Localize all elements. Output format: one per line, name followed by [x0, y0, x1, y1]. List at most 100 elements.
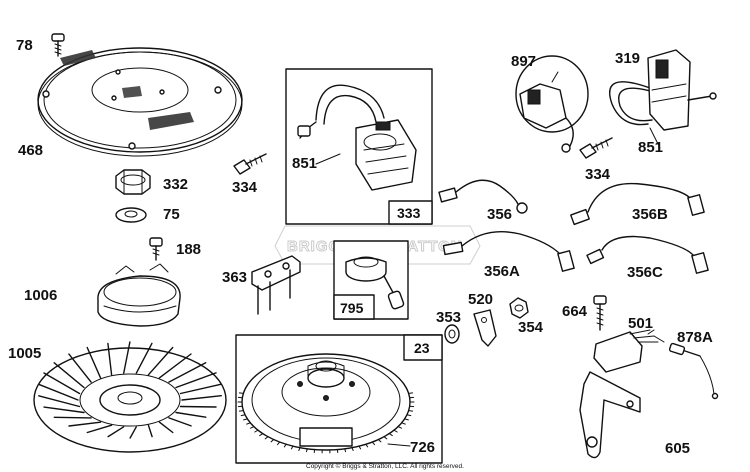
label-520: 520 — [468, 291, 493, 308]
fan-fin — [158, 421, 174, 434]
part-188-screw[interactable] — [149, 237, 163, 261]
label-664: 664 — [562, 303, 588, 320]
part-labels: 78 468 332 75 334 188 1006 1005 363 851 … — [8, 37, 713, 457]
label-1005: 1005 — [8, 345, 41, 362]
gear-tooth — [336, 449, 339, 453]
fan-fin — [86, 346, 102, 379]
label-334-right: 334 — [585, 166, 611, 183]
copyright-notice: Copyright © Briggs & Stratton, LLC. All … — [306, 462, 464, 470]
fan-fin — [38, 395, 81, 408]
part-332-flywheel-nut[interactable] — [115, 169, 151, 195]
label-78: 78 — [16, 37, 33, 54]
fan-fin — [53, 362, 85, 389]
gear-tooth — [358, 445, 362, 450]
gear-tooth — [243, 418, 248, 421]
gear-tooth — [238, 410, 244, 412]
label-319: 319 — [615, 50, 640, 67]
part-356a-wire-harness[interactable] — [442, 231, 575, 272]
box-label-23: 23 — [414, 340, 430, 356]
gear-tooth — [240, 414, 246, 417]
part-520-ground-clip[interactable] — [473, 309, 497, 347]
fan-fin — [147, 424, 153, 438]
box-label-795: 795 — [340, 300, 364, 316]
part-319-armature-coil[interactable] — [609, 49, 717, 131]
fan-fin — [179, 383, 222, 395]
part-334-bolt-right[interactable] — [579, 137, 613, 159]
label-851-left: 851 — [292, 155, 317, 172]
gear-tooth — [344, 448, 347, 453]
gear-tooth — [365, 443, 369, 448]
part-75-washer[interactable] — [115, 207, 147, 223]
fan-fin — [168, 362, 207, 383]
label-356c: 356C — [627, 264, 663, 281]
flywheel-ring-gear-teeth — [237, 392, 415, 454]
box-23-flywheel[interactable] — [235, 334, 443, 464]
part-354-nut[interactable] — [509, 297, 529, 319]
label-356a: 356A — [484, 263, 520, 280]
fan-fin — [181, 395, 222, 401]
label-851-right: 851 — [638, 139, 663, 156]
label-363: 363 — [222, 269, 247, 286]
gear-tooth — [298, 447, 301, 451]
gear-tooth — [270, 439, 275, 443]
part-78-screw[interactable] — [51, 33, 65, 57]
label-334-left: 334 — [232, 179, 258, 196]
gear-tooth — [283, 443, 287, 448]
label-188: 188 — [176, 241, 201, 258]
label-468: 468 — [18, 142, 43, 159]
gear-tooth — [371, 441, 375, 446]
label-354: 354 — [518, 319, 544, 336]
part-664-screw[interactable] — [593, 295, 607, 331]
gear-tooth — [264, 436, 269, 440]
part-878a-terminal[interactable] — [668, 342, 719, 400]
fan-fin — [86, 424, 113, 434]
gear-tooth — [383, 436, 388, 440]
part-501-rectifier[interactable] — [593, 329, 665, 373]
gear-tooth — [377, 439, 382, 443]
gear-tooth — [250, 426, 255, 429]
leader-lines — [315, 71, 661, 447]
part-356b-wire-harness[interactable] — [570, 182, 705, 226]
part-356c-wire-harness[interactable] — [586, 235, 709, 274]
gear-tooth — [246, 422, 251, 425]
screen-mesh-patches — [60, 50, 194, 130]
part-334-bolt-left[interactable] — [233, 153, 267, 175]
gear-tooth — [408, 392, 414, 394]
part-1006-retainer-ring[interactable] — [97, 263, 181, 327]
gear-tooth — [290, 445, 294, 450]
part-353-star-washer[interactable] — [444, 324, 460, 344]
label-332: 332 — [163, 176, 188, 193]
part-897-alternator[interactable] — [515, 55, 589, 153]
part-468-flywheel-screen[interactable] — [37, 47, 243, 157]
box-795-key-switch[interactable] — [333, 240, 409, 320]
gear-tooth — [404, 418, 409, 421]
box-333-armature[interactable] — [285, 68, 433, 225]
gear-tooth — [351, 447, 354, 451]
gear-tooth — [259, 433, 264, 437]
label-356b: 356B — [632, 206, 668, 223]
gear-tooth — [408, 410, 414, 412]
label-353: 353 — [436, 309, 461, 326]
fan-fin — [147, 346, 174, 376]
label-75: 75 — [163, 206, 180, 223]
label-726: 726 — [410, 439, 435, 456]
label-605: 605 — [665, 440, 690, 457]
label-356: 356 — [487, 206, 512, 223]
part-605-bracket[interactable] — [579, 371, 641, 459]
fan-fin — [129, 426, 137, 439]
fan-fin — [175, 411, 207, 418]
part-1005-flywheel-fan[interactable] — [33, 341, 227, 453]
gear-tooth — [406, 414, 412, 417]
fan-fin — [175, 372, 217, 389]
fan-fin — [168, 417, 192, 427]
fan-fin — [43, 372, 81, 395]
fan-fin — [135, 342, 153, 374]
fan-fin — [179, 405, 217, 408]
fan-fin — [43, 406, 85, 414]
part-363-armature-bracket[interactable] — [251, 255, 301, 315]
part-356-wire-harness[interactable] — [438, 179, 528, 214]
gear-tooth — [254, 429, 259, 433]
fan-fin — [123, 341, 131, 374]
box-label-333: 333 — [397, 205, 421, 221]
